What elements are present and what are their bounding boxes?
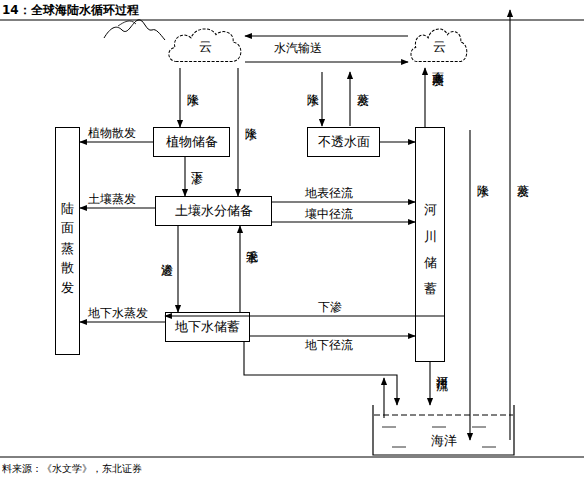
process-box: 河川储蓄 — [415, 127, 445, 362]
flow-label: 壤中径流 — [305, 208, 353, 221]
cloud-outline — [411, 29, 467, 62]
process-box: 陆面蒸散发 — [55, 127, 80, 355]
node-label: 云 — [433, 38, 446, 56]
flow-label: 河川径流 — [435, 366, 448, 370]
node-label: 陆面蒸散发 — [59, 191, 77, 291]
flow-label: 水面蒸发 — [431, 62, 444, 66]
node-label: 不透水面 — [318, 133, 370, 151]
squiggle-line — [118, 21, 136, 26]
flow-arrow — [380, 141, 415, 142]
node-label: 土壤水分储备 — [175, 202, 253, 220]
flow-label: 下渗 — [190, 162, 203, 164]
flow-label: 地下水蒸发 — [88, 307, 148, 320]
node-label: 海洋 — [431, 432, 457, 450]
water-wave — [482, 447, 496, 448]
process-label: 降水 — [476, 175, 489, 177]
water-wave — [432, 427, 446, 428]
node-label: 地下水储蓄 — [175, 318, 240, 336]
rain-arrow — [469, 130, 470, 440]
process-box: 植物储备 — [153, 127, 230, 157]
figure-title: 14：全球海陆水循环过程 — [2, 2, 139, 19]
flow-arrow — [179, 68, 180, 127]
flow-label: 水汽输送 — [274, 42, 322, 55]
evaporation-arrow — [349, 72, 350, 126]
flow-label: 植物散发 — [88, 127, 136, 140]
source-caption: 料来源：《水文学》，东北证券 — [2, 462, 142, 476]
squiggle-line — [104, 20, 165, 40]
flow-label: 地下径流 — [305, 339, 353, 352]
title-rule — [0, 20, 584, 21]
flow-label: 下渗 — [318, 301, 342, 314]
flow-label: 土壤蒸发 — [88, 193, 136, 206]
process-box: 地下水储蓄 — [165, 312, 250, 342]
water-wave — [392, 447, 406, 448]
flow-arrow — [424, 68, 425, 127]
process-label: 降水 — [306, 84, 319, 86]
flow-label: 降水 — [186, 84, 199, 86]
flow-arrow — [272, 201, 415, 202]
flow-label: 降水 — [244, 118, 257, 120]
ocean-basin — [373, 405, 514, 455]
flow-arrow — [184, 157, 185, 196]
water-wave — [472, 427, 486, 428]
exchange-arrow — [383, 378, 384, 418]
node-label: 河川储蓄 — [421, 193, 439, 297]
flow-arrow — [429, 362, 430, 405]
flow-arrow — [177, 226, 178, 312]
node-label: 植物储备 — [166, 133, 218, 151]
flow-arrow — [80, 141, 153, 142]
ocean-shape — [372, 405, 515, 456]
flow-arrow — [272, 221, 415, 222]
rain-arrow — [321, 72, 322, 126]
cloud-node: 云 — [408, 25, 470, 68]
flow-arrow — [165, 315, 445, 316]
ocean-node: 海洋 — [372, 405, 515, 456]
evaporation-arrow — [509, 10, 510, 440]
node-label: 云 — [199, 38, 212, 56]
process-box: 土壤水分储备 — [155, 196, 272, 226]
cloud-outline — [169, 29, 241, 62]
water-wave — [382, 427, 396, 428]
flow-arrow — [80, 321, 165, 322]
flow-label: 地表径流 — [305, 187, 353, 200]
water-surface — [374, 415, 513, 416]
process-box: 不透水面 — [307, 127, 380, 157]
flow-label: 毛管水 — [245, 240, 258, 243]
caption-rule — [0, 457, 584, 458]
flow-arrow — [245, 61, 408, 62]
cloud-node: 云 — [165, 25, 245, 68]
flow-arrow — [237, 68, 238, 196]
process-label: 蒸发 — [516, 175, 529, 177]
flow-arrow — [80, 207, 155, 208]
flow-arrow — [239, 226, 240, 312]
flow-arrow — [250, 335, 415, 336]
process-label: 蒸发 — [356, 84, 369, 86]
flow-label: 渗透 — [160, 254, 173, 256]
flow-arrow — [245, 35, 408, 36]
